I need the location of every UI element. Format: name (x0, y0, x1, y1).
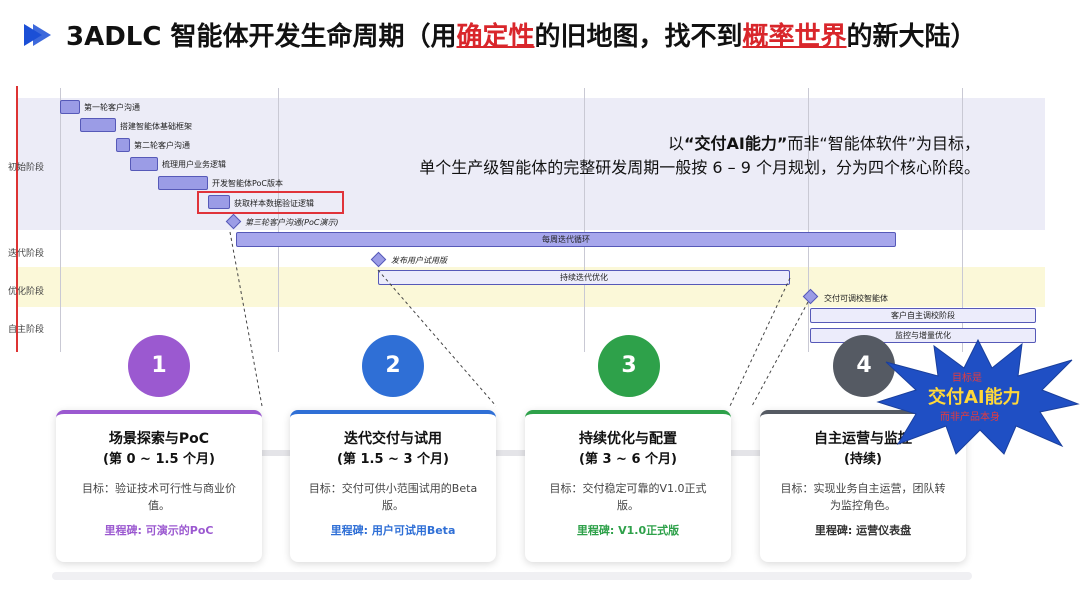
description-text: 以“交付AI能力”而非“智能体软件”为目标， 单个生产级智能体的完整研发周期一般… (419, 134, 980, 177)
highlight-box (197, 191, 344, 214)
stage-number-3: 3 (598, 335, 660, 397)
stage-title: 迭代交付与试用 (344, 431, 442, 447)
phase-label-iterate: 迭代阶段 (8, 249, 45, 259)
gantt-gridline (60, 88, 61, 352)
burst-line-1: 目标是 (952, 373, 982, 384)
title-highlight-probability-world: 概率世界 (742, 22, 847, 52)
gantt-bar-client-tuning: 客户自主调校阶段 (810, 308, 1036, 323)
gantt-gridline (278, 88, 279, 352)
milestone-label: 第三轮客户沟通(PoC演示) (245, 218, 339, 227)
milestone-diamond (370, 251, 387, 268)
gantt-gridline (962, 88, 963, 352)
stage-goal: 目标：交付可供小范围试用的Beta版。 (308, 482, 478, 512)
gantt-task-label: 第二轮客户沟通 (134, 141, 190, 150)
stage-milestone: 里程碑: 运营仪表盘 (814, 524, 912, 537)
phase-label-autonomous: 自主阶段 (8, 325, 45, 335)
card-connector (496, 450, 526, 456)
stage-number-4: 4 (833, 335, 895, 397)
stage-title: 场景探索与PoC (108, 431, 210, 447)
stage-card-4: 自主运营与监控 (持续) 目标：实现业务自主运营，团队转为监控角色。 里程碑: … (760, 410, 966, 562)
stage-goal: 目标：实现业务自主运营，团队转为监控角色。 (780, 482, 946, 512)
milestone-label: 发布用户试用版 (391, 256, 447, 265)
stage-title: 自主运营与监控 (814, 431, 912, 447)
gantt-bar (130, 157, 158, 171)
gantt-task-label: 梳理用户业务逻辑 (162, 160, 226, 169)
card-connector (731, 450, 761, 456)
stage-card-1: 场景探索与PoC (第 0 ~ 1.5 个月) 目标：验证技术可行性与商业价值。… (56, 410, 262, 562)
stage-card-2: 迭代交付与试用 (第 1.5 ~ 3 个月) 目标：交付可供小范围试用的Beta… (290, 410, 496, 562)
gantt-task-label: 搭建智能体基础框架 (120, 122, 192, 131)
gantt-start-line (16, 86, 18, 352)
burst-line-3: 而非产品本身 (940, 412, 1000, 423)
stage-title: 持续优化与配置 (579, 431, 677, 447)
phase-label-initial: 初始阶段 (8, 163, 45, 173)
stage-period: (第 3 ~ 6 个月) (579, 452, 677, 467)
gantt-band-initial (18, 98, 1045, 230)
gantt-task-label: 第一轮客户沟通 (84, 103, 140, 112)
milestone-label: 交付可调校智能体 (824, 294, 888, 303)
gantt-bar (208, 195, 230, 209)
card-shadow-bar (52, 572, 972, 580)
play-arrow-icon (24, 24, 51, 46)
gantt-gridline (808, 88, 809, 352)
gantt-bar (80, 118, 116, 132)
stage-period: (持续) (844, 452, 882, 467)
stage-number-2: 2 (362, 335, 424, 397)
stage-goal: 目标：验证技术可行性与商业价值。 (82, 482, 236, 512)
gantt-bar-weekly-iteration: 每周迭代循环 (236, 232, 896, 247)
gantt-gridline (584, 88, 585, 352)
stage-card-3: 持续优化与配置 (第 3 ~ 6 个月) 目标：交付稳定可靠的V1.0正式版。 … (525, 410, 731, 562)
gantt-bar (60, 100, 80, 114)
gantt-task-label: 获取样本数据验证逻辑 (234, 199, 314, 208)
page-title: 3ADLC 智能体开发生命周期（用确定性的旧地图，找不到概率世界的新大陆） (66, 22, 977, 52)
gantt-task-label: 开发智能体PoC版本 (212, 179, 284, 188)
stage-goal: 目标：交付稳定可靠的V1.0正式版。 (549, 482, 707, 512)
card-connector (262, 450, 292, 456)
stage-milestone: 里程碑: 用户可试用Beta (330, 524, 456, 537)
starburst-callout (876, 338, 1080, 455)
phase-label-optimize: 优化阶段 (8, 287, 45, 297)
burst-line-2: 交付AI能力 (928, 387, 1021, 408)
gantt-bar (116, 138, 130, 152)
stage-milestone: 里程碑: 可演示的PoC (104, 524, 214, 537)
gantt-bar (158, 176, 208, 190)
stage-number-1: 1 (128, 335, 190, 397)
stage-period: (第 0 ~ 1.5 个月) (103, 452, 215, 467)
title-highlight-certainty: 确定性 (456, 22, 535, 52)
stage-period: (第 1.5 ~ 3 个月) (337, 452, 449, 467)
stage-milestone: 里程碑: V1.0正式版 (576, 524, 680, 537)
gantt-bar-continuous-optimization: 持续迭代优化 (378, 270, 790, 285)
